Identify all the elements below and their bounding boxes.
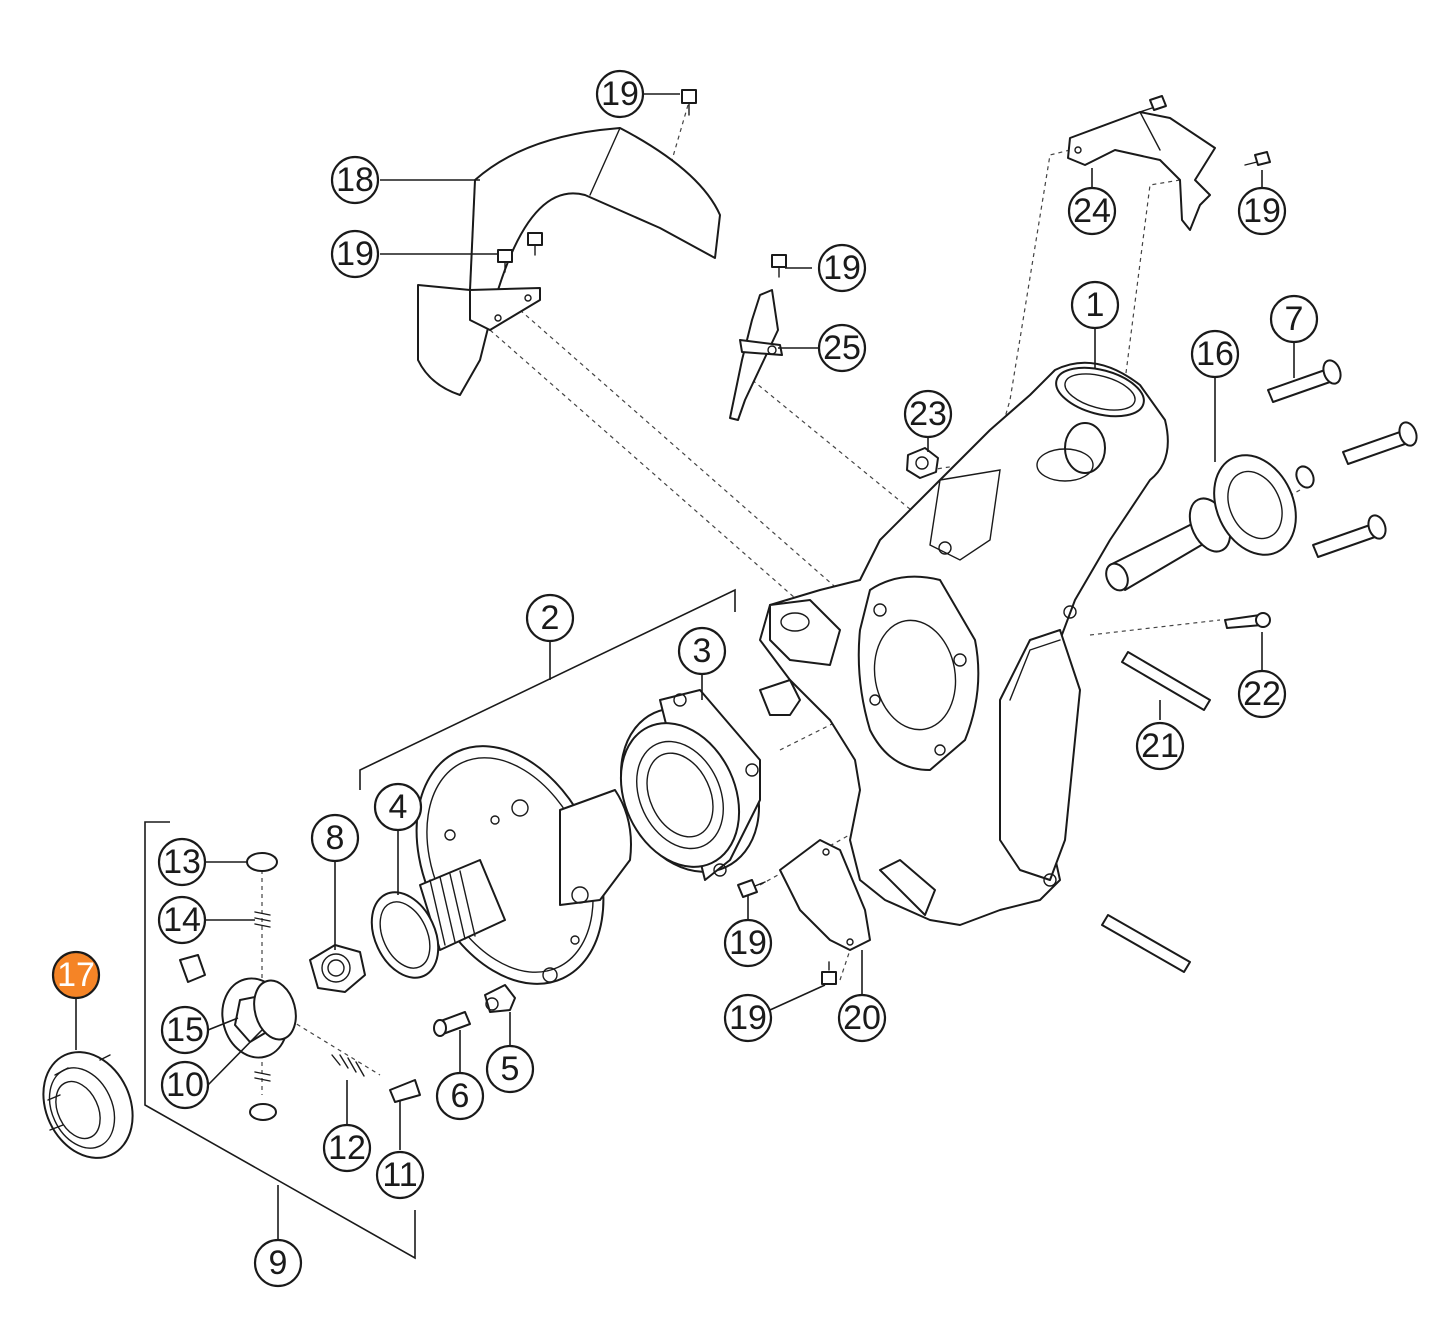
svg-text:2: 2 <box>541 599 560 637</box>
part-8-hub-nut <box>309 944 366 993</box>
svg-text:3: 3 <box>693 632 712 670</box>
callout-19-backplate-upper: 19 <box>723 918 773 968</box>
svg-text:6: 6 <box>451 1077 470 1115</box>
part-10-cap-housing <box>179 954 297 1041</box>
svg-text:4: 4 <box>389 788 408 826</box>
svg-text:19: 19 <box>823 249 861 287</box>
part-1-steering-knuckle <box>759 361 1169 926</box>
callout-15: 15 <box>160 1005 210 1055</box>
svg-text:9: 9 <box>269 1244 288 1282</box>
part-11-pin <box>389 1079 421 1103</box>
callout-24: 24 <box>1067 186 1117 236</box>
part-25-wheel-speed-sensor <box>729 289 783 421</box>
callout-21: 21 <box>1135 721 1185 771</box>
part-24-bracket <box>1067 111 1216 231</box>
callout-19-top: 19 <box>595 69 645 119</box>
svg-text:7: 7 <box>1285 300 1304 338</box>
svg-text:16: 16 <box>1196 335 1234 373</box>
svg-text:19: 19 <box>1243 192 1281 230</box>
callout-19-backplate-lower: 19 <box>723 993 773 1043</box>
callout-2: 2 <box>525 593 575 643</box>
part-16-drive-shaft <box>1105 454 1315 592</box>
svg-text:22: 22 <box>1243 675 1281 713</box>
callout-8: 8 <box>310 813 360 863</box>
svg-text:14: 14 <box>163 901 201 939</box>
callout-13: 13 <box>157 837 207 887</box>
callout-4: 4 <box>373 782 423 832</box>
part-5-fitting <box>484 984 516 1013</box>
callout-19-sensor: 19 <box>817 243 867 293</box>
svg-text:13: 13 <box>163 843 201 881</box>
callouts: 1 2 3 4 5 6 7 8 9 10 11 12 13 14 15 16 1… <box>51 69 1319 1288</box>
callout-14: 14 <box>157 895 207 945</box>
svg-text:19: 19 <box>729 999 767 1037</box>
callout-9: 9 <box>253 1238 303 1288</box>
svg-text:17: 17 <box>57 956 95 994</box>
svg-text:5: 5 <box>501 1050 520 1088</box>
part-6-screw <box>433 1011 471 1037</box>
svg-text:19: 19 <box>601 75 639 113</box>
svg-text:25: 25 <box>823 329 861 367</box>
part-3-wheel-bearing <box>619 689 761 881</box>
svg-text:1: 1 <box>1086 286 1105 324</box>
callout-10: 10 <box>160 1060 210 1110</box>
part-23-nut <box>906 447 939 479</box>
callout-6: 6 <box>435 1071 485 1121</box>
callout-18: 18 <box>330 155 380 205</box>
svg-text:23: 23 <box>909 395 947 433</box>
svg-text:18: 18 <box>336 161 374 199</box>
svg-text:19: 19 <box>336 235 374 273</box>
callout-12: 12 <box>322 1123 372 1173</box>
callout-11: 11 <box>375 1150 425 1200</box>
callout-7: 7 <box>1269 294 1319 344</box>
callout-3: 3 <box>677 626 727 676</box>
callout-19-bracket: 19 <box>1237 186 1287 236</box>
svg-text:12: 12 <box>328 1129 366 1167</box>
svg-text:8: 8 <box>326 819 345 857</box>
part-22-bolt <box>1224 612 1271 629</box>
svg-text:21: 21 <box>1141 727 1179 765</box>
callout-20: 20 <box>837 993 887 1043</box>
part-13-cap <box>246 852 278 872</box>
callout-1: 1 <box>1070 280 1120 330</box>
svg-text:19: 19 <box>729 924 767 962</box>
svg-text:15: 15 <box>166 1011 204 1049</box>
svg-text:20: 20 <box>843 999 881 1037</box>
callout-19-shield: 19 <box>330 229 380 279</box>
svg-text:24: 24 <box>1073 192 1111 230</box>
part-12-spring <box>331 1054 365 1077</box>
callout-16: 16 <box>1190 329 1240 379</box>
svg-text:11: 11 <box>382 1156 417 1194</box>
part-18-splash-shield <box>417 127 721 396</box>
callout-23: 23 <box>903 389 953 439</box>
callout-5: 5 <box>485 1044 535 1094</box>
callout-22: 22 <box>1237 669 1287 719</box>
callout-17-highlighted: 17 <box>51 950 101 1000</box>
svg-text:10: 10 <box>166 1066 204 1104</box>
part-17-lock-nut <box>42 1051 134 1159</box>
part-9-small-parts <box>249 1071 277 1121</box>
leader-lines <box>75 93 1295 1260</box>
part-7-bolts <box>1267 359 1418 558</box>
part-14-spring <box>254 911 271 928</box>
part-20-back-plate <box>779 839 871 951</box>
callout-25: 25 <box>817 323 867 373</box>
part-2-wheel-hub <box>370 745 632 985</box>
part-21-pins <box>1101 651 1211 973</box>
part-19-bolts <box>497 89 1271 985</box>
